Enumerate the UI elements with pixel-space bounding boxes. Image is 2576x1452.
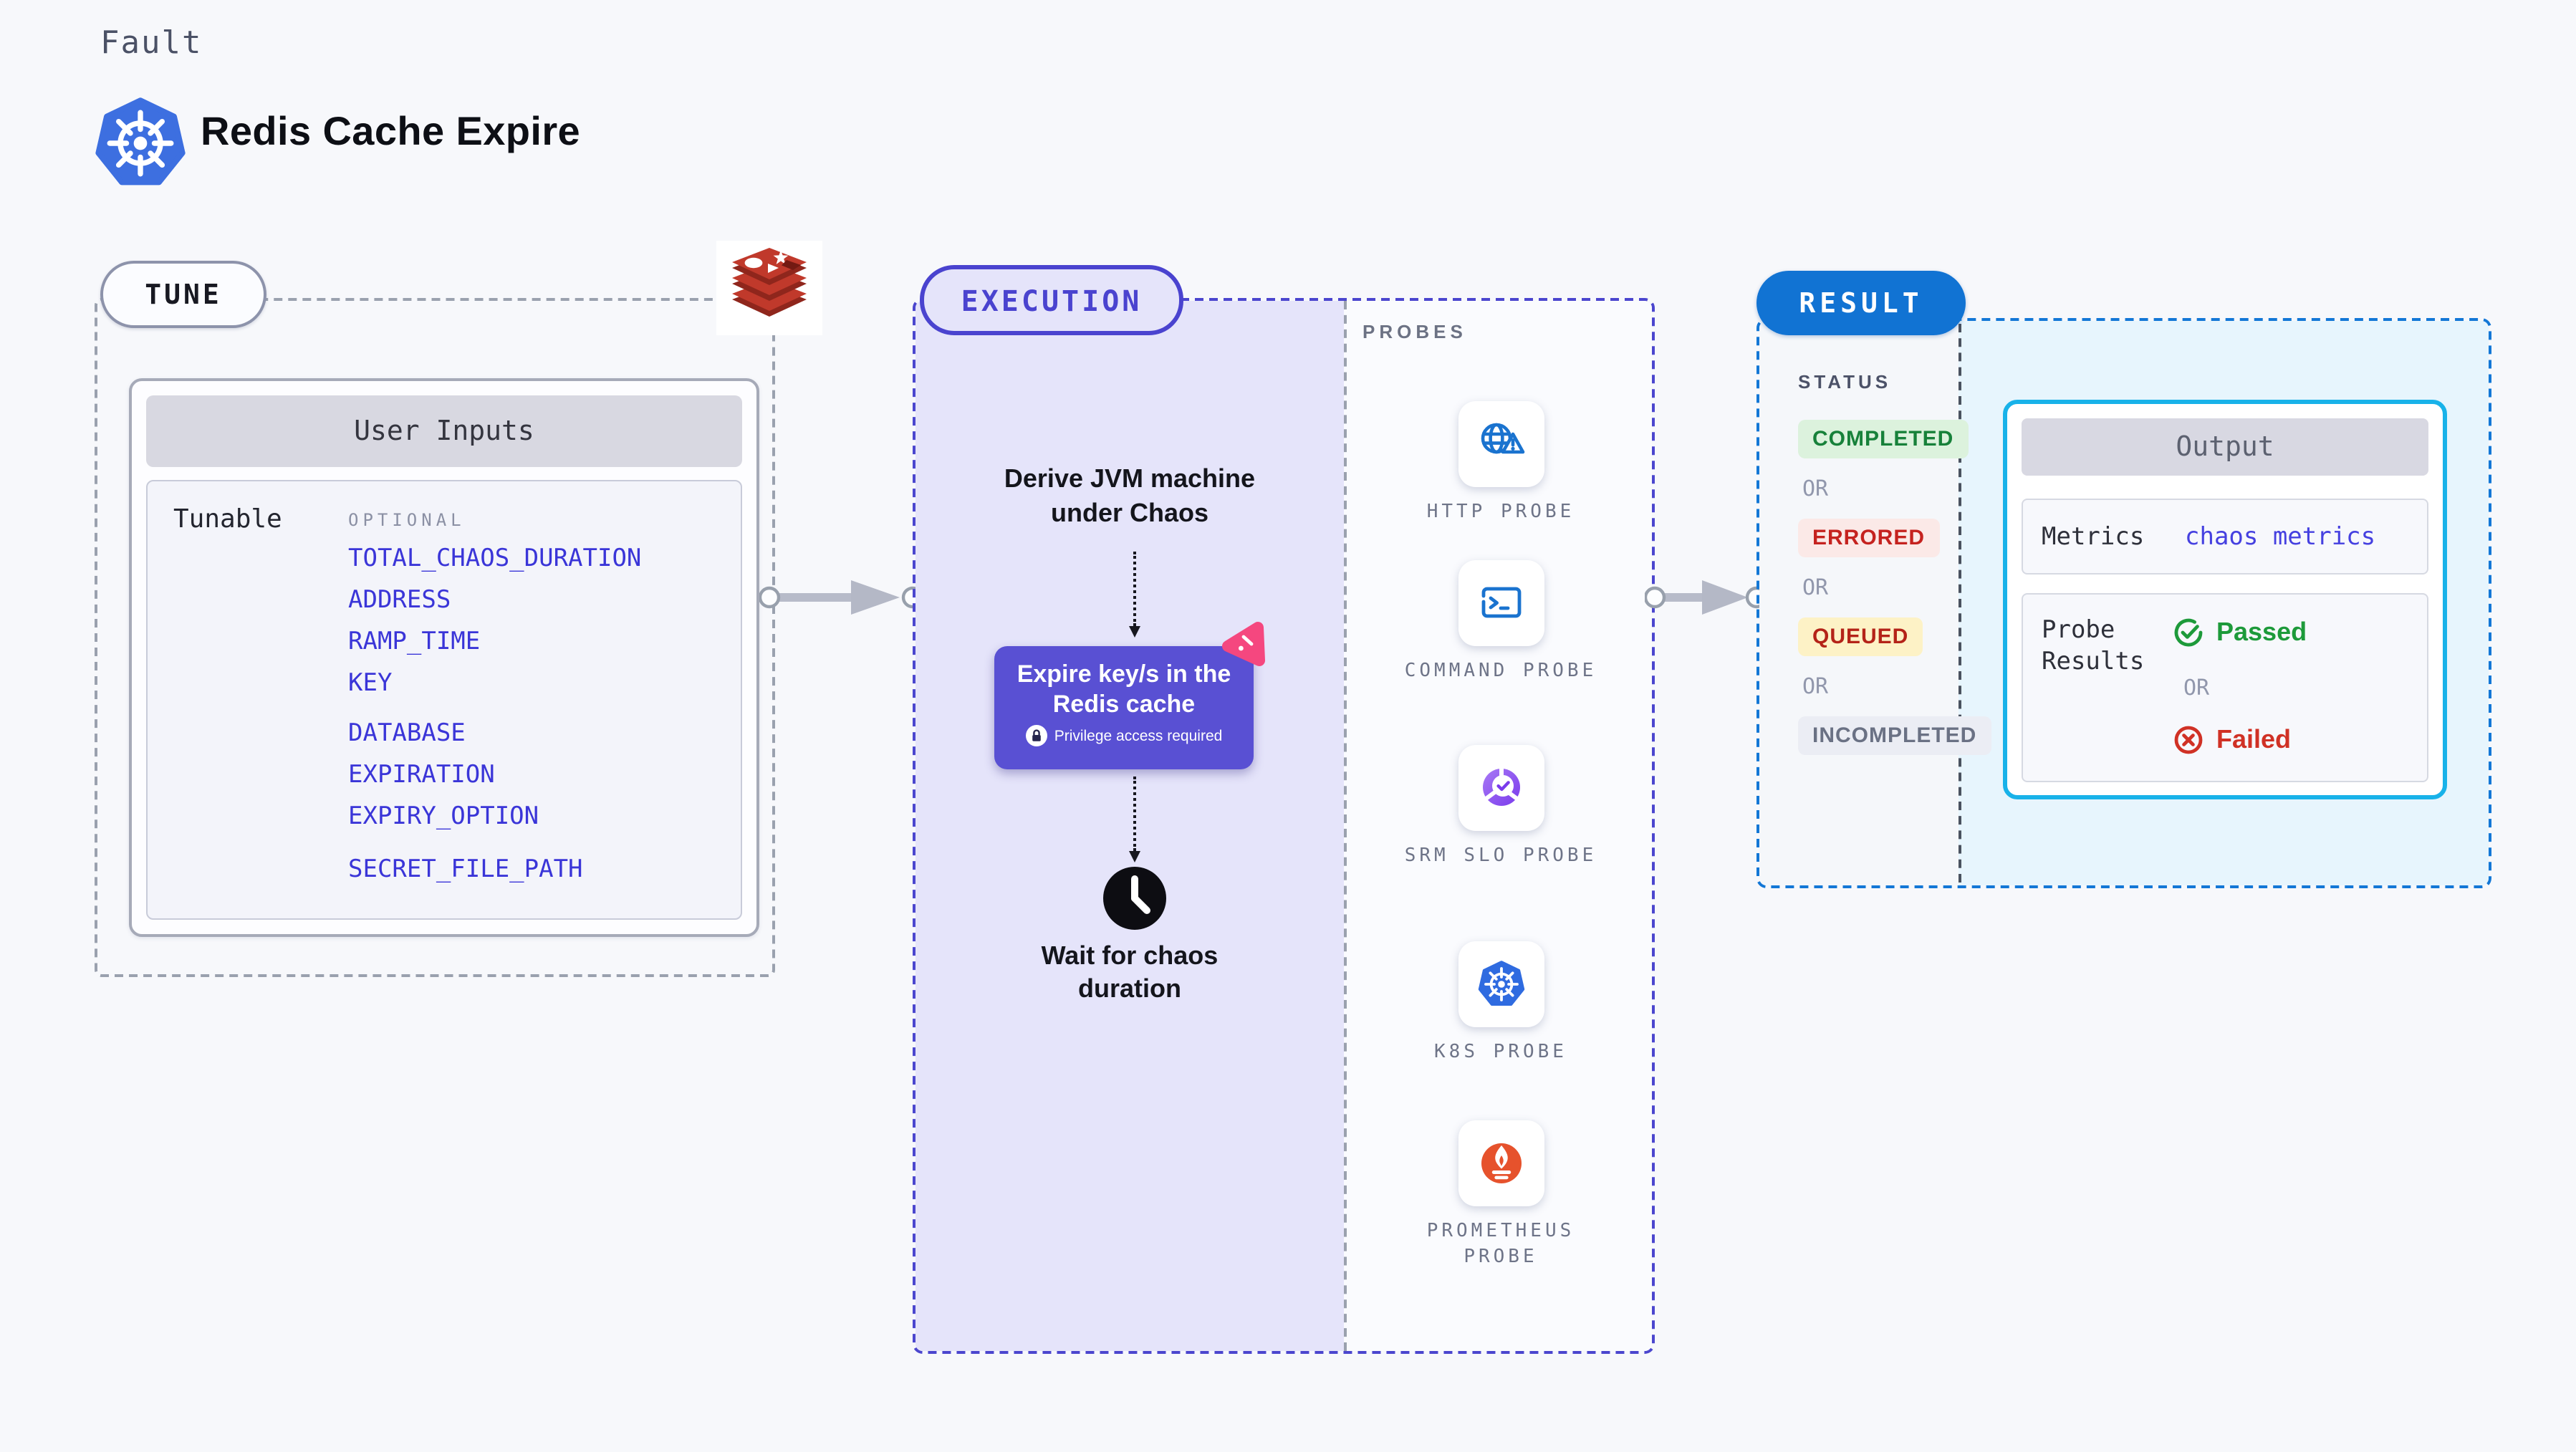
globe-alert-icon <box>1480 423 1524 454</box>
srm-slo-probe-card <box>1458 745 1544 831</box>
input-database[interactable]: DATABASE <box>348 719 466 748</box>
tunable-label: Tunable <box>173 504 282 534</box>
privilege-row: Privilege access required <box>994 725 1254 746</box>
lock-icon <box>1025 725 1047 746</box>
user-inputs-title: User Inputs <box>354 415 534 447</box>
prometheus-probe-label: PROMETHEUS PROBE <box>1426 1221 1575 1268</box>
k8s-probe-card <box>1458 941 1544 1027</box>
status-output-divider <box>1959 324 1961 883</box>
execution-section-box: Derive JVM machine under Chaos Expire ke… <box>913 298 1655 1354</box>
chaos-logo-icon <box>1222 622 1265 666</box>
probe-k8s: K8S PROBE <box>1344 941 1658 1066</box>
k8s-probe-label: K8S PROBE <box>1434 1042 1567 1063</box>
user-inputs-body: Tunable OPTIONAL TOTAL_CHAOS_DURATION AD… <box>146 480 742 920</box>
http-probe-label: HTTP PROBE <box>1426 501 1575 523</box>
input-ramp-time[interactable]: RAMP_TIME <box>348 628 481 656</box>
result-pill: RESULT <box>1756 271 1966 335</box>
kubernetes-icon <box>95 97 186 186</box>
or-label: OR <box>1802 673 1829 699</box>
result-pill-label: RESULT <box>1799 287 1923 319</box>
execution-probes-divider <box>1344 301 1347 1351</box>
x-circle-icon <box>2174 726 2203 754</box>
status-list: COMPLETED OR ERRORED OR QUEUED OR INCOMP… <box>1798 420 1991 755</box>
probes-column-label: PROBES <box>1363 321 1467 342</box>
http-probe-card <box>1458 401 1544 487</box>
check-circle-icon <box>2174 618 2203 647</box>
or-label: OR <box>2183 675 2210 701</box>
output-title: Output <box>2176 431 2274 463</box>
redis-icon <box>716 241 822 335</box>
metrics-value[interactable]: chaos metrics <box>2185 522 2376 551</box>
terminal-icon <box>1481 587 1521 618</box>
clock-icon <box>1103 867 1166 930</box>
optional-label: OPTIONAL <box>348 510 466 530</box>
tune-section-box <box>95 298 775 977</box>
result-section-box: STATUS COMPLETED OR ERRORED OR QUEUED OR… <box>1756 318 2491 888</box>
derive-step-line1: Derive JVM machine <box>1004 464 1256 493</box>
input-address[interactable]: ADDRESS <box>348 586 451 615</box>
status-badge-errored: ERRORED <box>1798 519 1940 557</box>
prometheus-probe-card <box>1458 1120 1544 1206</box>
action-text-line1: Expire key/s in the <box>1017 660 1231 688</box>
or-label: OR <box>1802 574 1829 600</box>
failed-row: Failed <box>2173 725 2291 755</box>
passed-label: Passed <box>2216 617 2307 646</box>
input-expiration[interactable]: EXPIRATION <box>348 761 495 789</box>
command-probe-label: COMMAND PROBE <box>1404 660 1597 682</box>
srm-slo-probe-label: SRM SLO PROBE <box>1404 845 1597 867</box>
kubernetes-icon <box>1477 961 1524 1006</box>
tune-to-execution-arrow <box>759 580 923 615</box>
or-label: OR <box>1802 476 1829 501</box>
status-badge-queued: QUEUED <box>1798 617 1923 656</box>
wait-step-line2: duration <box>1078 974 1181 1003</box>
user-inputs-header: User Inputs <box>146 395 742 467</box>
input-expiry-option[interactable]: EXPIRY_OPTION <box>348 802 539 831</box>
derive-step-text: Derive JVM machine under Chaos <box>915 461 1344 530</box>
status-label: STATUS <box>1798 371 1892 393</box>
passed-row: Passed <box>2173 617 2307 648</box>
execution-pill-label: EXECUTION <box>961 283 1143 317</box>
output-card: Output Metrics chaos metrics Probe Resul… <box>2003 400 2447 799</box>
wait-step-text: Wait for chaos duration <box>915 940 1344 1006</box>
probe-srm-slo: SRM SLO PROBE <box>1344 745 1658 870</box>
probe-http: HTTP PROBE <box>1344 401 1658 526</box>
user-inputs-card: User Inputs Tunable OPTIONAL TOTAL_CHAOS… <box>129 378 759 937</box>
action-to-wait-arrow <box>1128 777 1140 862</box>
input-total-chaos-duration[interactable]: TOTAL_CHAOS_DURATION <box>348 544 642 573</box>
probe-command: COMMAND PROBE <box>1344 560 1658 685</box>
status-badge-completed: COMPLETED <box>1798 420 1969 458</box>
execution-fill <box>915 301 1344 1351</box>
status-column-fill <box>1759 321 1959 885</box>
tune-pill: TUNE <box>100 261 266 328</box>
privilege-text: Privilege access required <box>1054 727 1223 744</box>
category-label: Fault <box>100 26 203 62</box>
metrics-row: Metrics chaos metrics <box>2022 499 2428 574</box>
derive-to-action-arrow <box>1128 552 1140 638</box>
tune-pill-label: TUNE <box>145 279 222 310</box>
status-badge-incompleted: INCOMPLETED <box>1798 716 1991 755</box>
failed-label: Failed <box>2216 725 2292 754</box>
tunable-inputs-list: TOTAL_CHAOS_DURATION ADDRESS RAMP_TIME K… <box>348 547 641 900</box>
probe-results-values: Passed OR Failed <box>2173 617 2307 755</box>
probe-results-row: Probe Results Passed OR <box>2022 593 2428 782</box>
probe-results-label: Probe Results <box>2042 616 2145 676</box>
input-secret-file-path[interactable]: SECRET_FILE_PATH <box>348 855 583 884</box>
slo-donut-icon <box>1482 767 1519 806</box>
wait-step-line1: Wait for chaos <box>1041 941 1219 970</box>
metrics-label: Metrics <box>2042 522 2145 551</box>
probe-prometheus: PROMETHEUS PROBE <box>1344 1120 1658 1271</box>
action-text-line2: Redis cache <box>1052 691 1196 718</box>
execution-pill: EXECUTION <box>920 265 1183 335</box>
prometheus-icon <box>1481 1143 1521 1183</box>
chaos-action-card: Expire key/s in the Redis cache Privileg… <box>994 646 1254 769</box>
output-header: Output <box>2022 418 2428 476</box>
derive-step-line2: under Chaos <box>1050 499 1208 527</box>
command-probe-card <box>1458 560 1544 646</box>
page-title: Redis Cache Expire <box>201 109 581 153</box>
execution-to-result-arrow <box>1645 580 1768 615</box>
input-key[interactable]: KEY <box>348 669 393 698</box>
